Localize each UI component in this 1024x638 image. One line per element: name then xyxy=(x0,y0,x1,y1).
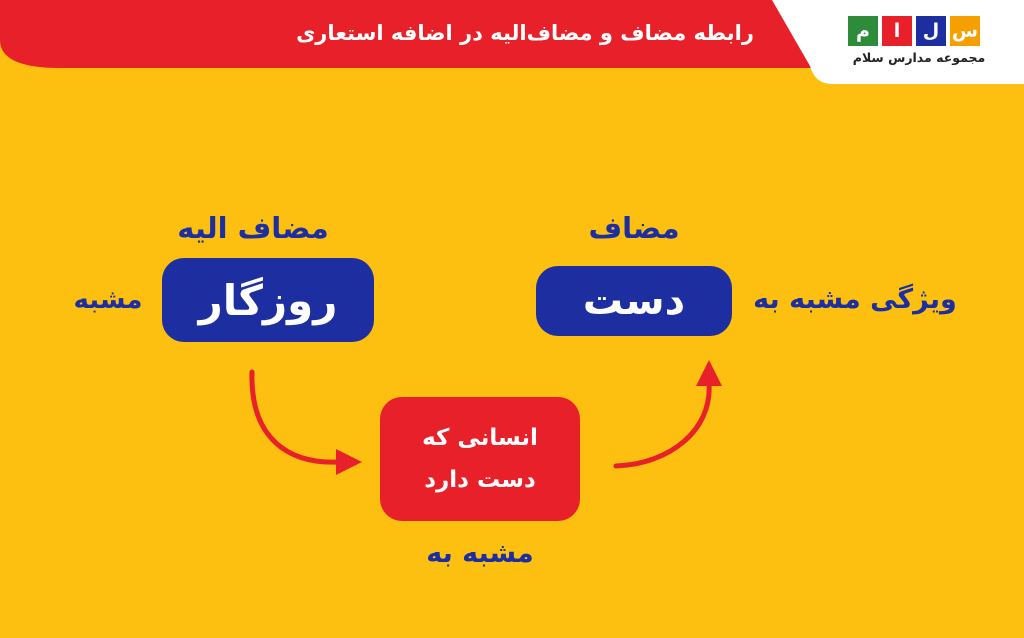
center-node-line2: دست دارد xyxy=(424,467,536,493)
banner-red-band xyxy=(0,0,818,68)
right-top-label: مضاف xyxy=(588,211,680,245)
logo-letter-mim: م xyxy=(848,16,878,46)
center-node-box: انسانی که دست دارد xyxy=(380,397,580,521)
left-word-pill: روزگار xyxy=(162,258,374,342)
logo-letter-alef: ا xyxy=(882,16,912,46)
right-word-pill: دست xyxy=(536,266,732,336)
center-node-line1: انسانی که xyxy=(422,425,538,451)
left-side-label: مشبه xyxy=(73,285,143,315)
right-side-label: ویژگی مشبه به xyxy=(753,284,957,315)
arrow-left-to-center xyxy=(249,369,362,475)
logo-letter-lam: ل xyxy=(916,16,946,46)
arrow-center-to-right xyxy=(613,360,722,469)
page-title: رابطه مضاف و مضاف‌الیه در اضافه استعاری xyxy=(296,21,754,45)
logo-caption: مجموعه مدارس سلام xyxy=(852,50,986,65)
brand-logo: م ا ل س xyxy=(848,16,980,46)
center-bottom-label: مشبه به xyxy=(426,538,534,569)
left-top-label: مضاف الیه xyxy=(177,211,329,245)
logo-letter-sin: س xyxy=(950,16,980,46)
